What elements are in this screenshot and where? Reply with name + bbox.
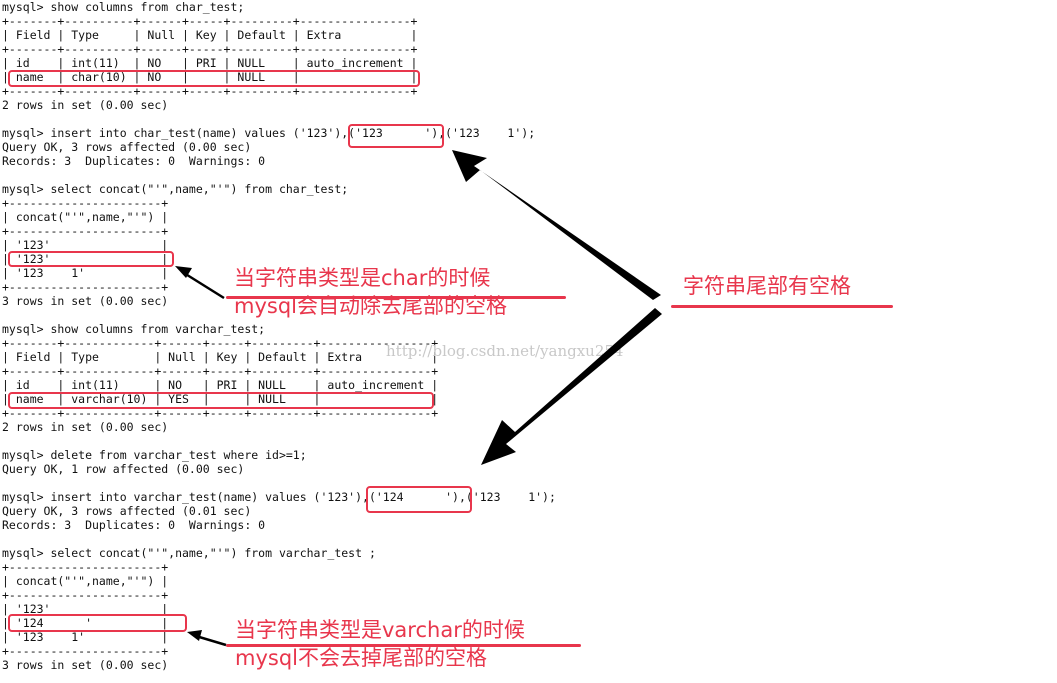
trailing-space-underline <box>671 305 893 308</box>
terminal-line: +-------+-------------+------+-----+----… <box>2 364 439 378</box>
arrow-to-varchar-result <box>195 634 227 647</box>
char-note-underline <box>226 296 566 299</box>
arrow-to-char-insert <box>452 150 661 300</box>
arrow-to-varchar-result-head <box>187 630 202 641</box>
terminal-line: Query OK, 3 rows affected (0.01 sec) <box>2 504 252 518</box>
terminal-line: +-------+-------------+------+-----+----… <box>2 406 439 420</box>
arrow-to-char-result <box>183 271 225 300</box>
highlight-insert-varchar-value <box>366 486 472 513</box>
terminal-output: mysql> show columns from char_test;+----… <box>2 0 556 672</box>
terminal-line: mysql> insert into char_test(name) value… <box>2 126 536 140</box>
terminal-line: Records: 3 Duplicates: 0 Warnings: 0 <box>2 154 266 168</box>
char-note-line1: 当字符串类型是char的时候 <box>234 266 491 290</box>
varchar-note-line2: mysql不会去掉尾部的空格 <box>235 646 487 670</box>
arrow-to-char-result-head <box>175 266 192 278</box>
terminal-line: +----------------------+ <box>2 588 169 602</box>
terminal-line: | name | char(10) | NO | | NULL | | <box>2 70 418 84</box>
terminal-line: | concat("'",name,"'") | <box>2 210 169 224</box>
terminal-line: +----------------------+ <box>2 196 169 210</box>
terminal-line: +-------+----------+------+-----+-------… <box>2 14 418 28</box>
terminal-line: | id | int(11) | NO | PRI | NULL | auto_… <box>2 378 439 392</box>
trailing-space-note: 字符串尾部有空格 <box>683 274 851 298</box>
terminal-line: | '123 1' | <box>2 266 169 280</box>
highlight-varchar-result-row <box>8 614 187 632</box>
terminal-line: +----------------------+ <box>2 560 169 574</box>
terminal-line: mysql> select concat("'",name,"'") from … <box>2 182 349 196</box>
terminal-line: | '123' | <box>2 252 169 266</box>
varchar-note-line1: 当字符串类型是varchar的时候 <box>235 618 525 642</box>
terminal-line: +-------+-------------+------+-----+----… <box>2 336 439 350</box>
terminal-line: +----------------------+ <box>2 224 169 238</box>
terminal-line: | '123 1' | <box>2 630 169 644</box>
varchar-note-underline <box>226 644 581 647</box>
terminal-line: mysql> insert into varchar_test(name) va… <box>2 490 556 504</box>
terminal-line: | id | int(11) | NO | PRI | NULL | auto_… <box>2 56 418 70</box>
terminal-line: +-------+----------+------+-----+-------… <box>2 84 418 98</box>
terminal-line: | '124 ' | <box>2 616 169 630</box>
terminal-line: mysql> show columns from char_test; <box>2 0 245 14</box>
terminal-line: | '123' | <box>2 238 169 252</box>
highlight-char-name-row <box>8 70 420 87</box>
terminal-line: | Field | Type | Null | Key | Default | … <box>2 28 418 42</box>
terminal-line: mysql> show columns from varchar_test; <box>2 322 266 336</box>
terminal-line: 2 rows in set (0.00 sec) <box>2 420 169 434</box>
terminal-line: mysql> delete from varchar_test where id… <box>2 448 307 462</box>
arrow-to-varchar-insert <box>481 308 662 465</box>
terminal-line: | Field | Type | Null | Key | Default | … <box>2 350 439 364</box>
terminal-line: | name | varchar(10) | YES | | NULL | | <box>2 392 439 406</box>
terminal-line: Query OK, 1 row affected (0.00 sec) <box>2 462 245 476</box>
watermark: http://blog.csdn.net/yangxu254 <box>386 342 624 360</box>
terminal-line: Records: 3 Duplicates: 0 Warnings: 0 <box>2 518 266 532</box>
terminal-line: +----------------------+ <box>2 280 169 294</box>
terminal-line: 3 rows in set (0.00 sec) <box>2 294 169 308</box>
highlight-char-result-row <box>8 251 174 267</box>
terminal-line: 3 rows in set (0.00 sec) <box>2 658 169 672</box>
highlight-insert-char-value <box>348 124 444 148</box>
terminal-line: +-------+----------+------+-----+-------… <box>2 42 418 56</box>
varchar-note: 当字符串类型是varchar的时候 mysql不会去掉尾部的空格 <box>235 588 525 672</box>
terminal-line: mysql> select concat("'",name,"'") from … <box>2 546 376 560</box>
terminal-line: Query OK, 3 rows affected (0.00 sec) <box>2 140 252 154</box>
terminal-line: +----------------------+ <box>2 644 169 658</box>
terminal-line: | concat("'",name,"'") | <box>2 574 169 588</box>
highlight-varchar-name-row <box>8 392 434 409</box>
terminal-line: | '123' | <box>2 602 169 616</box>
terminal-line: 2 rows in set (0.00 sec) <box>2 98 169 112</box>
